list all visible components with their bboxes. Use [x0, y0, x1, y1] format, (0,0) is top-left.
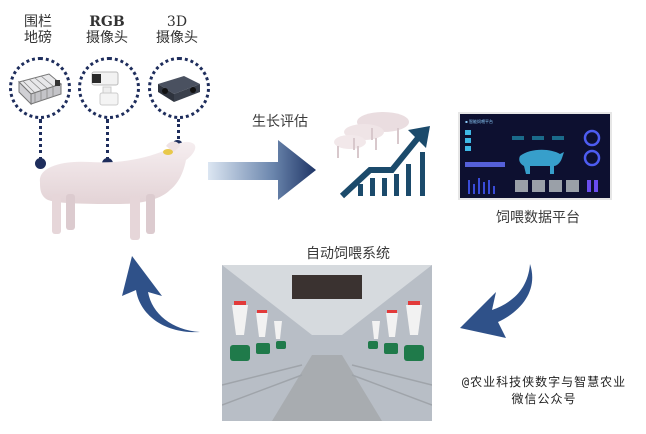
watermark-line: 微信公众号: [511, 392, 577, 406]
right-arrow-icon: [208, 140, 318, 204]
curved-arrow-down-left-icon: [458, 262, 540, 344]
fence-scale-icon: [9, 57, 71, 119]
watermark: @农业科技侠数字与智慧农业 微信公众号: [444, 374, 644, 408]
connector-line: [39, 119, 42, 161]
svg-text:▪ 智能饲喂平台: ▪ 智能饲喂平台: [465, 118, 493, 124]
sensor-label-line: 围栏: [24, 14, 52, 30]
sensor-point-dot: [35, 158, 46, 169]
sensor-label-fence-scale: 围栏 地磅: [8, 14, 68, 46]
auto-feeding-label: 自动饲喂系统: [306, 246, 390, 262]
sensor-label-line: 摄像头: [156, 30, 198, 46]
sensor-label-line: 摄像头: [86, 30, 128, 46]
sensor-label-line: 3D: [166, 14, 188, 30]
feeding-platform-label: 饲喂数据平台: [496, 210, 580, 226]
sensor-label-line: 地磅: [24, 30, 52, 46]
feeding-data-dashboard: ▪ 智能饲喂平台: [458, 112, 612, 200]
growth-chart-icon: [328, 108, 443, 204]
sensor-label-3d-camera: 3D 摄像头: [147, 14, 207, 46]
sensor-label-rgb-camera: RGB 摄像头: [77, 14, 137, 46]
curved-arrow-up-left-icon: [122, 256, 204, 340]
pig-image: [30, 130, 200, 250]
connector-line: [177, 119, 180, 145]
sensor-label-line: RGB: [89, 14, 125, 30]
3d-camera-icon: [148, 57, 210, 119]
connector-line: [106, 119, 109, 161]
growth-assessment-label: 生长评估: [252, 114, 308, 130]
watermark-line: @农业科技侠数字与智慧农业: [461, 375, 627, 389]
auto-feeding-photo: [222, 265, 432, 421]
rgb-camera-icon: [78, 57, 140, 119]
